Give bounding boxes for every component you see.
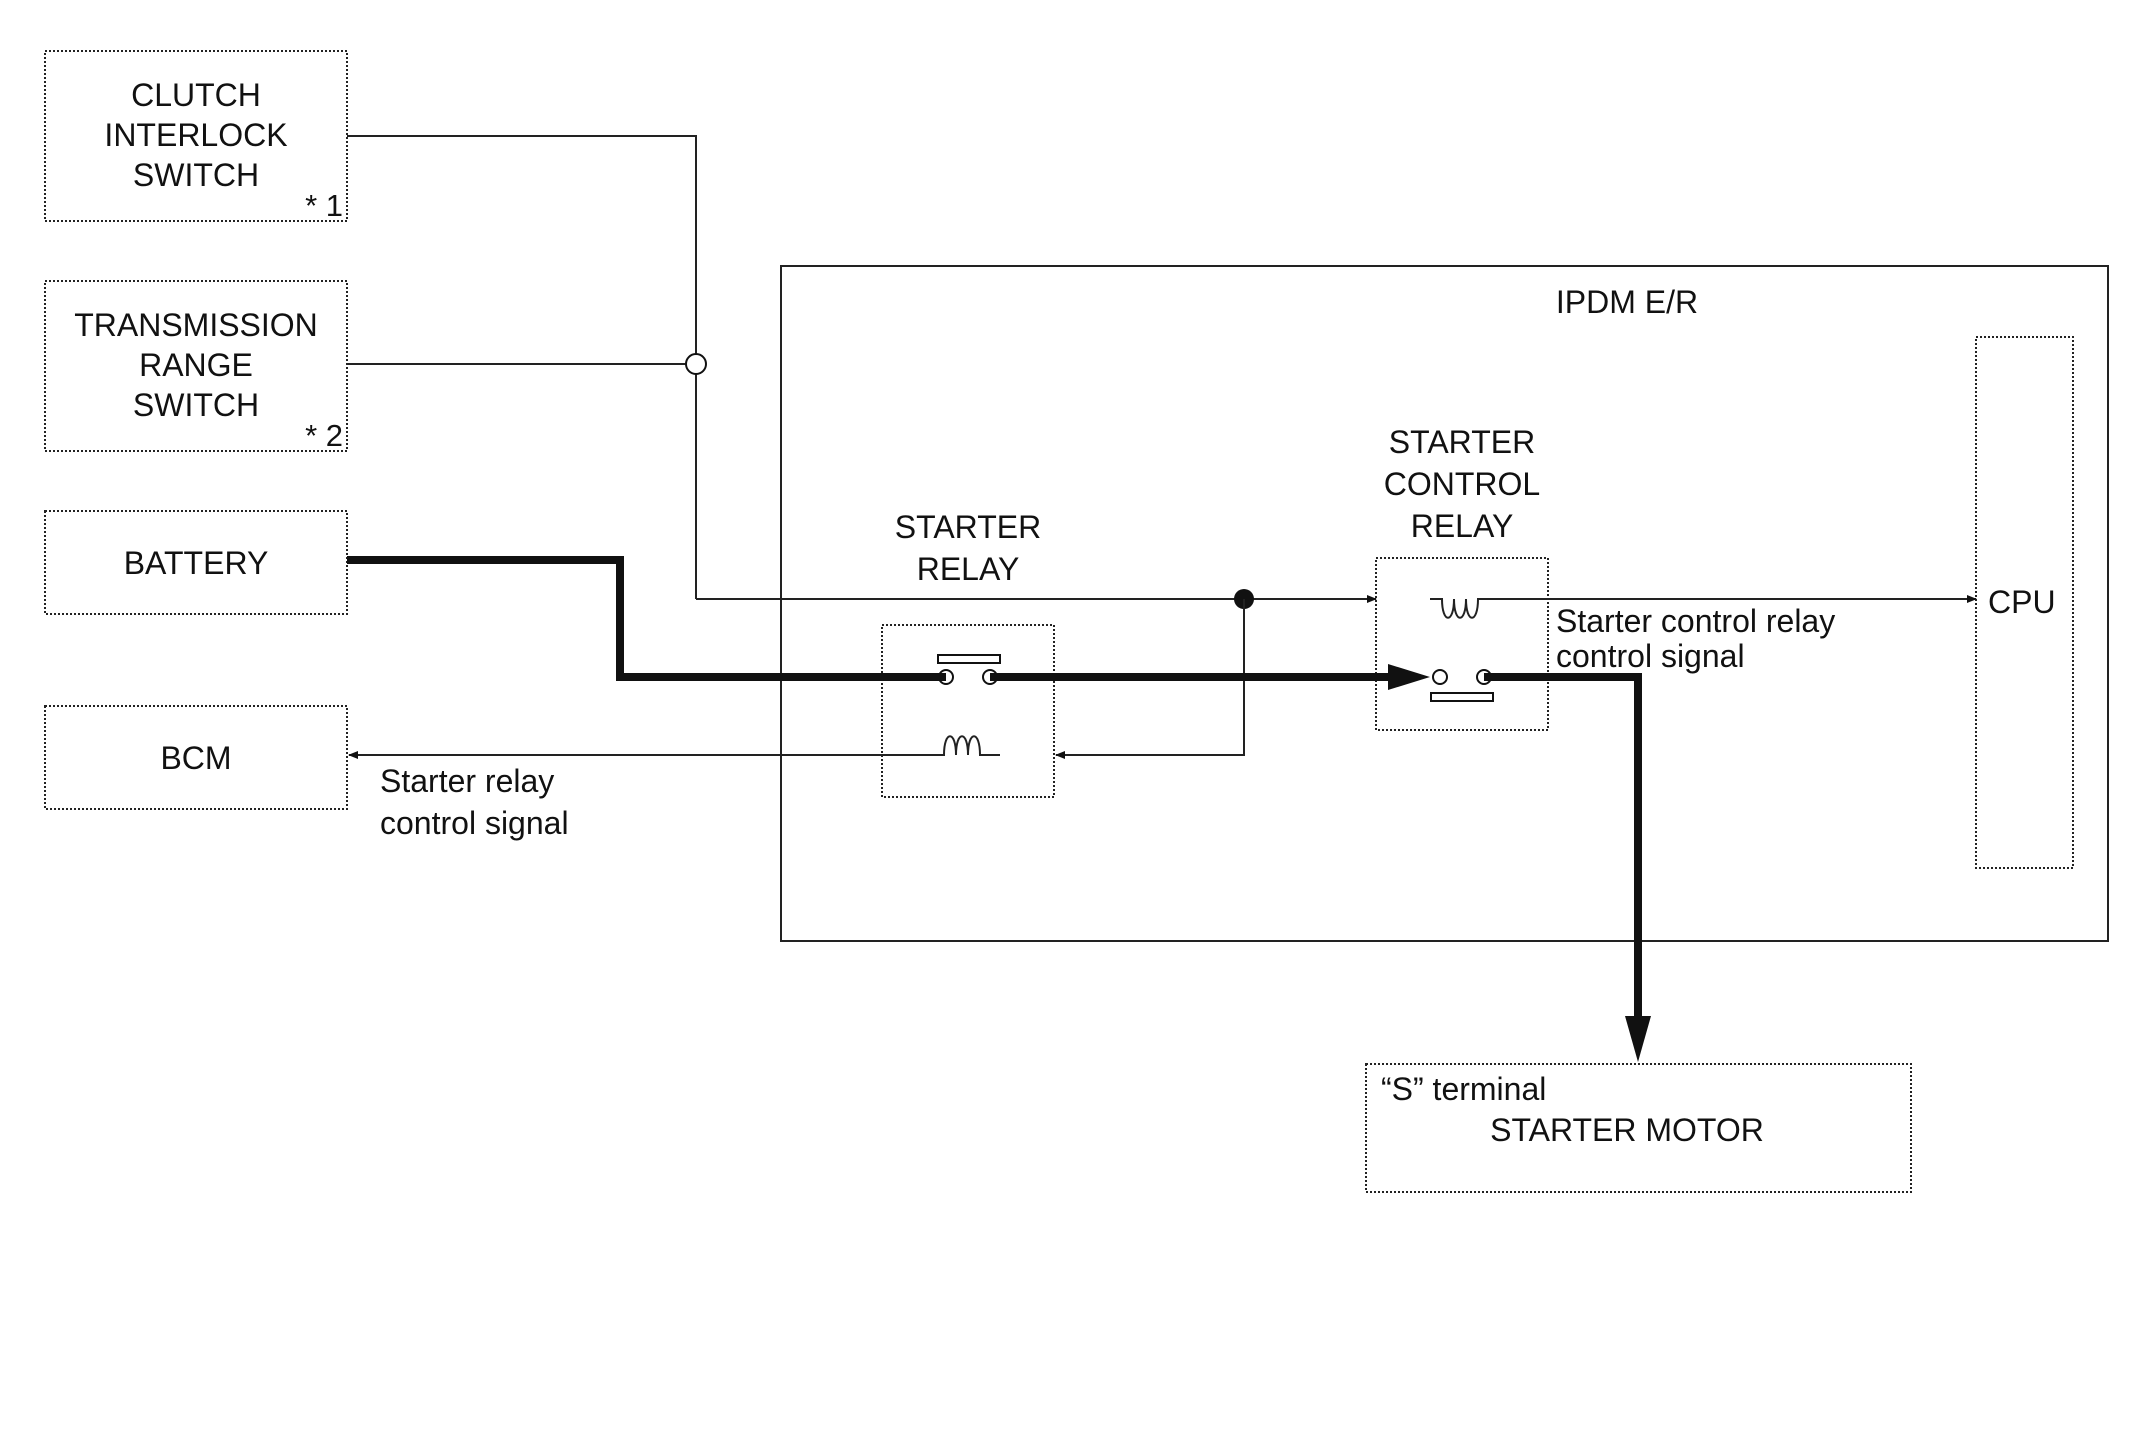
cpu-label: CPU [1988,584,2056,620]
clutch-interlock-switch: CLUTCH INTERLOCK SWITCH * 1 [44,50,348,223]
clutch-switch-note: * 1 [305,188,343,223]
clutch-switch-wire [347,135,697,599]
bcm: BCM [44,705,348,810]
control-relay-signal-line1: Starter control relay [1556,603,1835,639]
starter-relay-coil [938,735,1000,756]
control-relay-terminal-left [1432,669,1448,685]
battery-label: BATTERY [124,545,269,581]
starter-relay-line2: RELAY [917,551,1020,587]
transmission-switch-line1: TRANSMISSION [74,307,318,343]
starter-relay-signal-line1: Starter relay [380,763,554,799]
ipdm-er-module: IPDM E/R [780,265,2109,942]
starter-control-relay-line1: STARTER [1389,424,1535,460]
starter-motor-label: STARTER MOTOR [1490,1112,1764,1148]
clutch-switch-line2: INTERLOCK [104,117,287,153]
starter-control-relay-coil [1430,598,1494,619]
transmission-switch-line3: SWITCH [133,387,259,423]
clutch-switch-line3: SWITCH [133,157,259,193]
starter-relay-contact-bar [937,654,1001,664]
transmission-switch-line2: RANGE [139,347,253,383]
junction-to-starter-relay-coil [1055,599,1245,759]
power-arrowhead-to-control-relay [1388,664,1430,690]
battery: BATTERY [44,510,348,615]
wire-crossover-junction [685,353,707,375]
battery-power-wire [347,556,946,681]
cpu-block: CPU [1975,336,2074,869]
bcm-label: BCM [160,740,231,776]
control-relay-contact-bar [1430,692,1494,702]
clutch-switch-line1: CLUTCH [131,77,261,113]
starter-control-relay-line2: CONTROL [1384,466,1540,502]
ipdm-label: IPDM E/R [1556,284,1698,320]
power-arrowhead-to-starter-motor [1625,1016,1651,1062]
starter-motor: “S” terminal STARTER MOTOR [1365,1063,1912,1193]
control-relay-signal-line2: control signal [1556,638,1745,674]
transmission-switch-note: * 2 [305,418,343,453]
starter-motor-terminal-label: “S” terminal [1381,1071,1546,1107]
starter-control-relay: STARTER CONTROL RELAY [1375,424,1549,731]
starter-relay-signal-line2: control signal [380,805,569,841]
transmission-range-switch: TRANSMISSION RANGE SWITCH * 2 [44,280,348,453]
starter-control-relay-line3: RELAY [1411,508,1514,544]
starter-relay: STARTER RELAY [881,509,1055,798]
starter-relay-line1: STARTER [895,509,1041,545]
power-wire-to-starter-motor [1484,673,1642,1018]
